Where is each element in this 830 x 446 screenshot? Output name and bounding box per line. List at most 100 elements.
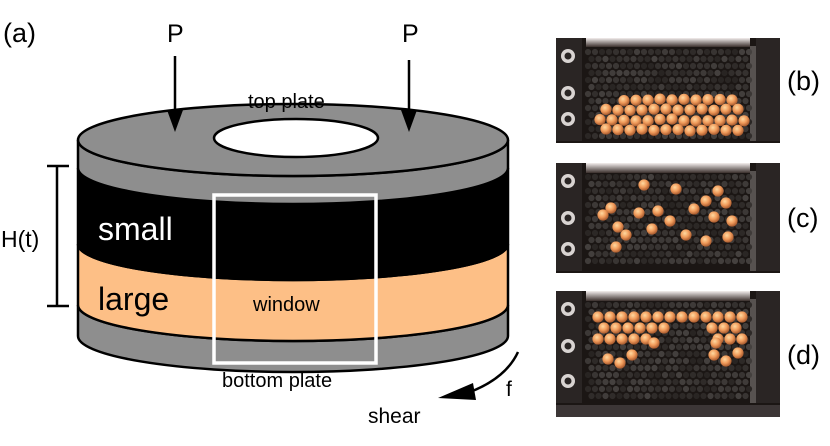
small-bead [724,62,732,70]
small-bead [609,55,616,63]
large-bead [722,231,734,243]
small-bead [686,194,693,202]
small-bead [731,48,739,56]
large-bead [680,229,692,241]
small-bead [707,180,714,188]
small-bead [644,69,651,77]
large-bead [664,215,676,227]
large-bead [600,123,612,135]
small-bead [588,250,595,258]
small-bead [616,194,623,202]
screw-hole [564,245,572,253]
small-bead [710,48,718,56]
small-bead [605,90,613,98]
small-bead [598,343,606,351]
small-bead [738,90,746,98]
small-bead [714,69,721,77]
large-bead [720,355,732,367]
small-bead [675,62,683,70]
small-bead [658,69,665,77]
small-bead [710,371,718,379]
screw-hole [564,115,572,123]
small-bead [721,250,728,258]
large-bead [732,124,744,136]
large-bead [648,103,660,115]
small-bead [682,48,690,56]
small-bead [647,385,655,393]
small-bead [717,257,725,265]
side-hardware [556,163,780,271]
small-bead [630,378,637,386]
small-bead [612,301,620,309]
small-bead [679,364,686,372]
small-bead [584,301,592,309]
large-bead [684,104,696,116]
small-bead [588,97,595,105]
large-bead [712,311,724,323]
large-bead [720,197,732,209]
small-bead [696,62,704,70]
small-bead [703,301,711,309]
small-bead [619,173,627,181]
small-bead [602,180,609,188]
large-bead [726,114,738,126]
small-bead [731,257,739,265]
small-bead [619,48,627,56]
small-bead [686,364,693,372]
small-bead [665,194,672,202]
small-bead [598,385,606,393]
large-bead [606,114,618,126]
large-bead [690,115,702,127]
small-bead [591,201,599,209]
small-bead [703,76,711,84]
small-bead [689,357,697,365]
screw-hole [564,342,572,350]
small-bead [602,97,609,105]
small-bead [647,76,655,84]
large-bead [732,103,744,115]
photo-panel-b [556,38,780,143]
small-bead [672,378,679,386]
large-bead [664,311,676,323]
screw-hole [564,52,572,60]
small-bead [731,371,739,379]
small-bead [616,236,623,244]
small-bead [616,392,623,400]
small-bead [682,257,690,265]
small-bead [598,243,606,251]
small-bead [616,208,623,216]
small-bead [738,371,746,379]
small-bead [612,173,620,181]
small-bead [623,364,630,372]
large-bead [640,311,652,323]
large-bead [618,95,630,107]
small-bead [686,350,693,358]
small-bead [616,350,623,358]
small-bead [591,76,599,84]
screw-hole [564,177,572,185]
small-bead [616,180,623,188]
small-bead [595,55,602,63]
small-bead [682,173,690,181]
small-bead [742,208,749,216]
small-bead [605,187,613,195]
small-bead [738,76,746,84]
small-bead [675,371,683,379]
small-bead [742,364,749,372]
small-bead [693,364,700,372]
small-bead [640,76,648,84]
small-bead [661,385,669,393]
small-bead [644,378,651,386]
small-bead [584,343,592,351]
side-hardware [556,38,780,141]
small-bead [654,62,662,70]
small-bead [682,201,690,209]
small-bead [689,173,697,181]
small-bead [658,378,665,386]
small-bead [602,55,609,63]
small-bead [724,187,732,195]
large-bead [628,333,640,345]
small-bead [742,55,749,63]
small-bead [626,371,634,379]
small-bead [640,48,648,56]
